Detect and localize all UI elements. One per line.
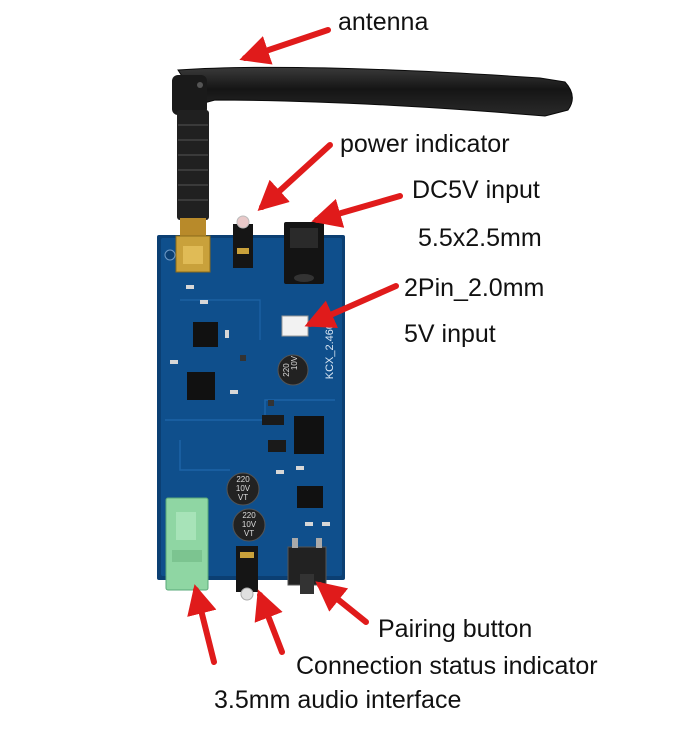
callout-arrows — [187, 27, 403, 665]
arrow-dc5v — [311, 193, 403, 228]
label-antenna: antenna — [338, 8, 429, 36]
arrow-antenna — [239, 27, 331, 65]
label-dc5v-input: DC5V input — [412, 176, 540, 204]
audio-jack — [165, 497, 209, 591]
label-5v-input: 5V input — [404, 320, 496, 348]
capacitor-left-1: 220 10V VT — [226, 472, 260, 506]
label-2pin: 2Pin_2.0mm — [404, 274, 545, 302]
ic-chip — [193, 322, 218, 347]
power-indicator-led — [233, 215, 253, 268]
two-pin-connector — [281, 315, 309, 337]
capacitor-top: 220 10V — [277, 354, 309, 386]
svg-text:220: 220 — [242, 511, 256, 520]
arrow-connection — [254, 589, 285, 655]
label-power-indicator: power indicator — [340, 130, 510, 158]
arrow-power-indicator — [257, 142, 333, 212]
arrow-audio — [187, 584, 217, 665]
antenna — [172, 66, 573, 273]
arrow-2pin — [304, 283, 399, 329]
silkscreen-label: KCX_2.46002 — [324, 311, 336, 380]
ic-chip — [294, 416, 324, 454]
svg-text:VT: VT — [244, 529, 254, 538]
label-dc-size: 5.5x2.5mm — [418, 224, 542, 252]
svg-text:220: 220 — [282, 363, 291, 377]
dc-jack — [284, 222, 324, 284]
svg-text:10V: 10V — [290, 355, 299, 370]
svg-text:10V: 10V — [242, 520, 257, 529]
arrow-pairing — [315, 581, 369, 625]
svg-text:VT: VT — [238, 493, 248, 502]
label-audio-interface: 3.5mm audio interface — [214, 686, 462, 714]
capacitor-left-2: 220 10V VT — [232, 508, 266, 542]
pairing-button — [287, 538, 327, 594]
svg-text:220: 220 — [236, 475, 250, 484]
svg-text:10V: 10V — [236, 484, 251, 493]
label-pairing-button: Pairing button — [378, 615, 533, 643]
label-connection-status: Connection status indicator — [296, 652, 598, 680]
ic-chip — [187, 372, 215, 400]
connection-status-led — [236, 546, 258, 601]
ic-chip — [297, 486, 323, 508]
